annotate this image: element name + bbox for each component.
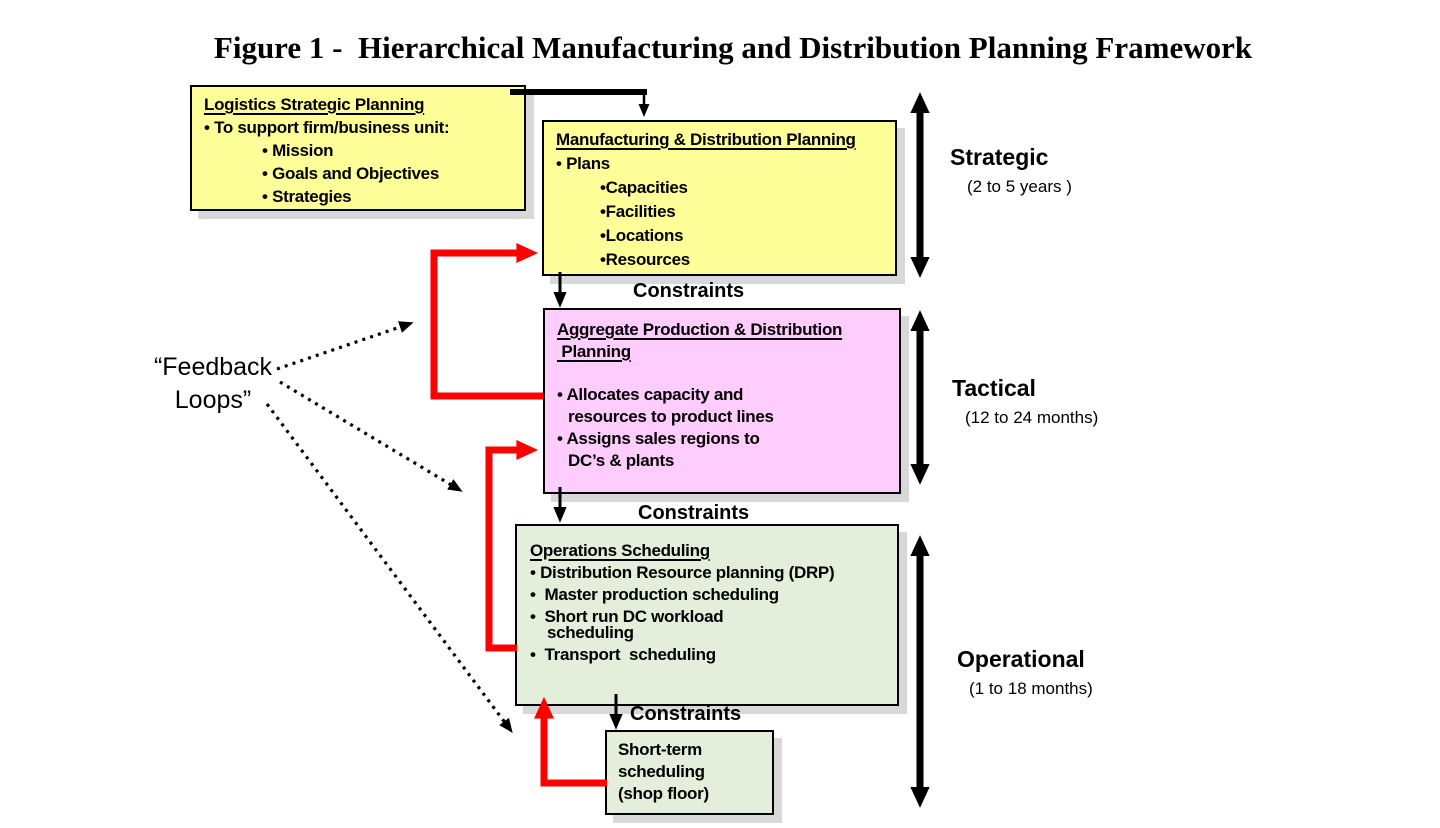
bullet-line: • Master production scheduling (530, 585, 779, 604)
bullet-line: •Locations (600, 226, 684, 245)
feedback-loop-shortterm-to-operations (534, 696, 607, 787)
box-title: Logistics Strategic Planning (204, 95, 425, 114)
constraints-label-1: Constraints (633, 280, 745, 302)
feedback-loop-aggregate-to-manufacturing (430, 243, 543, 400)
logistics-to-manufacturing-connector (510, 89, 650, 117)
bullet-line: • Goals and Objectives (262, 164, 439, 183)
bullet-line: • Short run DC workload (530, 607, 724, 626)
box-text-line: Short-term (618, 740, 702, 759)
box-text-line: (shop floor) (618, 784, 709, 803)
bullet-line: •Facilities (600, 202, 676, 221)
bullet-line: resources to product lines (568, 407, 774, 426)
constraints-label-3: Constraints (630, 703, 742, 725)
box-title: Operations Scheduling (530, 541, 710, 560)
bullet-line: DC’s & plants (568, 451, 674, 470)
manufacturing-distribution-planning-box: Manufacturing & Distribution Planning • … (542, 120, 897, 276)
bullet-line: scheduling (547, 623, 634, 642)
bullet-line: • Strategies (262, 187, 352, 206)
bullet-line: •Capacities (600, 178, 688, 197)
feedback-dotted-arrow-3 (265, 403, 513, 733)
spacer (557, 363, 895, 384)
feedback-dotted-arrow-2 (279, 380, 463, 492)
bullet-line: • Mission (262, 141, 334, 160)
strategic-label: Strategic (950, 144, 1049, 170)
feedback-label-line2: Loops” (174, 386, 252, 414)
operational-label: Operational (957, 646, 1085, 672)
logistics-strategic-planning-box: Logistics Strategic Planning • To suppor… (190, 85, 526, 211)
box-title: Manufacturing & Distribution Planning (556, 130, 856, 149)
strategic-range-label: (2 to 5 years ) (967, 177, 1072, 196)
bullet-line: • Allocates capacity and (557, 385, 744, 404)
tactical-label: Tactical (952, 375, 1036, 401)
operational-range-label: (1 to 18 months) (969, 679, 1093, 698)
aggregate-production-distribution-planning-box: Aggregate Production & Distribution Plan… (543, 308, 901, 494)
figure-title: Figure 1 - Hierarchical Manufacturing an… (213, 30, 1253, 65)
feedback-loops-label: “Feedback Loops” (143, 351, 283, 417)
box-title: Aggregate Production & Distribution (557, 320, 843, 339)
operations-scheduling-box: Operations Scheduling • Distribution Res… (515, 524, 899, 706)
short-term-scheduling-box: Short-term scheduling (shop floor) (605, 730, 774, 815)
box-title: Planning (557, 342, 631, 361)
tactical-range-label: (12 to 24 months) (965, 408, 1099, 427)
constraints-label-2: Constraints (638, 502, 750, 524)
bullet-line: • Plans (556, 154, 610, 173)
bullet-line: •Resources (600, 250, 690, 269)
bullet-line: • Distribution Resource planning (DRP) (530, 563, 835, 582)
bullet-line: • Transport scheduling (530, 645, 716, 664)
feedback-dotted-arrow-1 (276, 321, 414, 371)
box-text-line: scheduling (618, 762, 705, 781)
bullet-line: • To support firm/business unit: (204, 118, 450, 137)
feedback-label-line1: “Feedback (153, 353, 273, 381)
bullet-line: • Assigns sales regions to (557, 429, 760, 448)
